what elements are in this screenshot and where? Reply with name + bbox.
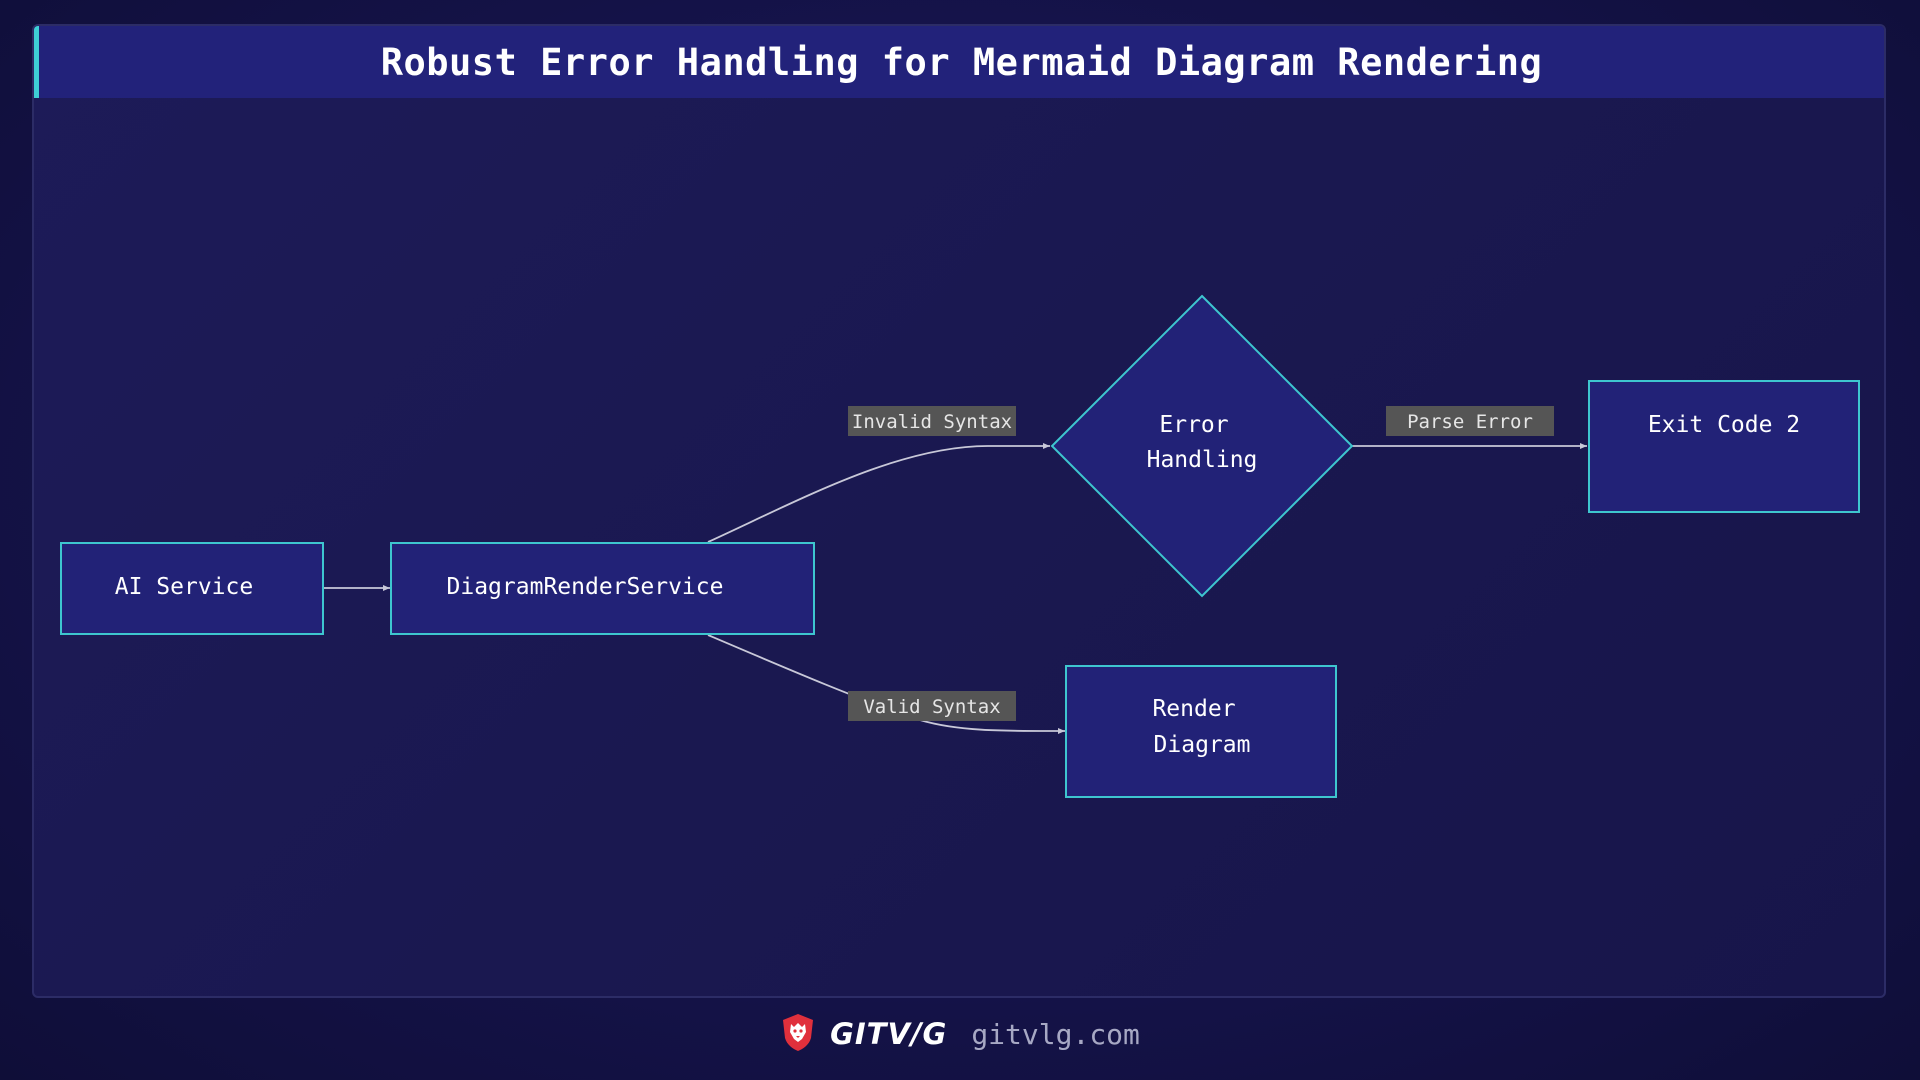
edge-label-valid-syntax-text: Valid Syntax [863, 696, 1000, 718]
node-render-service-label: DiagramRenderService [447, 574, 724, 600]
edge-label-invalid-syntax-text: Invalid Syntax [852, 411, 1012, 433]
node-diagram-render-service: DiagramRenderService [390, 542, 815, 635]
edge-invalid-syntax [707, 443, 1050, 543]
brand-name: GITV/G [830, 1017, 948, 1051]
node-error-handling: Error Handling [1050, 294, 1354, 598]
node-error-handling-label-line1: Error [1159, 412, 1228, 438]
node-render-diagram: Render Diagram [1065, 665, 1337, 798]
title-bar: Robust Error Handling for Mermaid Diagra… [34, 26, 1884, 98]
node-render-diagram-label-line1: Render [1152, 696, 1235, 722]
node-exit-code: Exit Code 2 [1588, 380, 1860, 513]
page-title: Robust Error Handling for Mermaid Diagra… [380, 40, 1543, 84]
site-link[interactable]: gitvlg.com [971, 1017, 1140, 1051]
edge-label-parse-error: Parse Error [1386, 406, 1554, 436]
lion-shield-icon [780, 1012, 816, 1056]
node-exit-code-label: Exit Code 2 [1648, 412, 1800, 438]
node-render-diagram-label-line2: Diagram [1154, 732, 1251, 758]
node-ai-service: AI Service [60, 542, 324, 635]
edge-label-invalid-syntax: Invalid Syntax [848, 406, 1016, 436]
node-ai-service-label: AI Service [115, 574, 253, 600]
diagram-panel: Robust Error Handling for Mermaid Diagra… [32, 24, 1886, 998]
node-error-handling-label-line2: Handling [1147, 447, 1258, 473]
edge-label-parse-error-text: Parse Error [1407, 411, 1533, 433]
footer: GITV/G gitvlg.com [0, 1012, 1920, 1056]
edge-label-valid-syntax: Valid Syntax [848, 691, 1016, 721]
